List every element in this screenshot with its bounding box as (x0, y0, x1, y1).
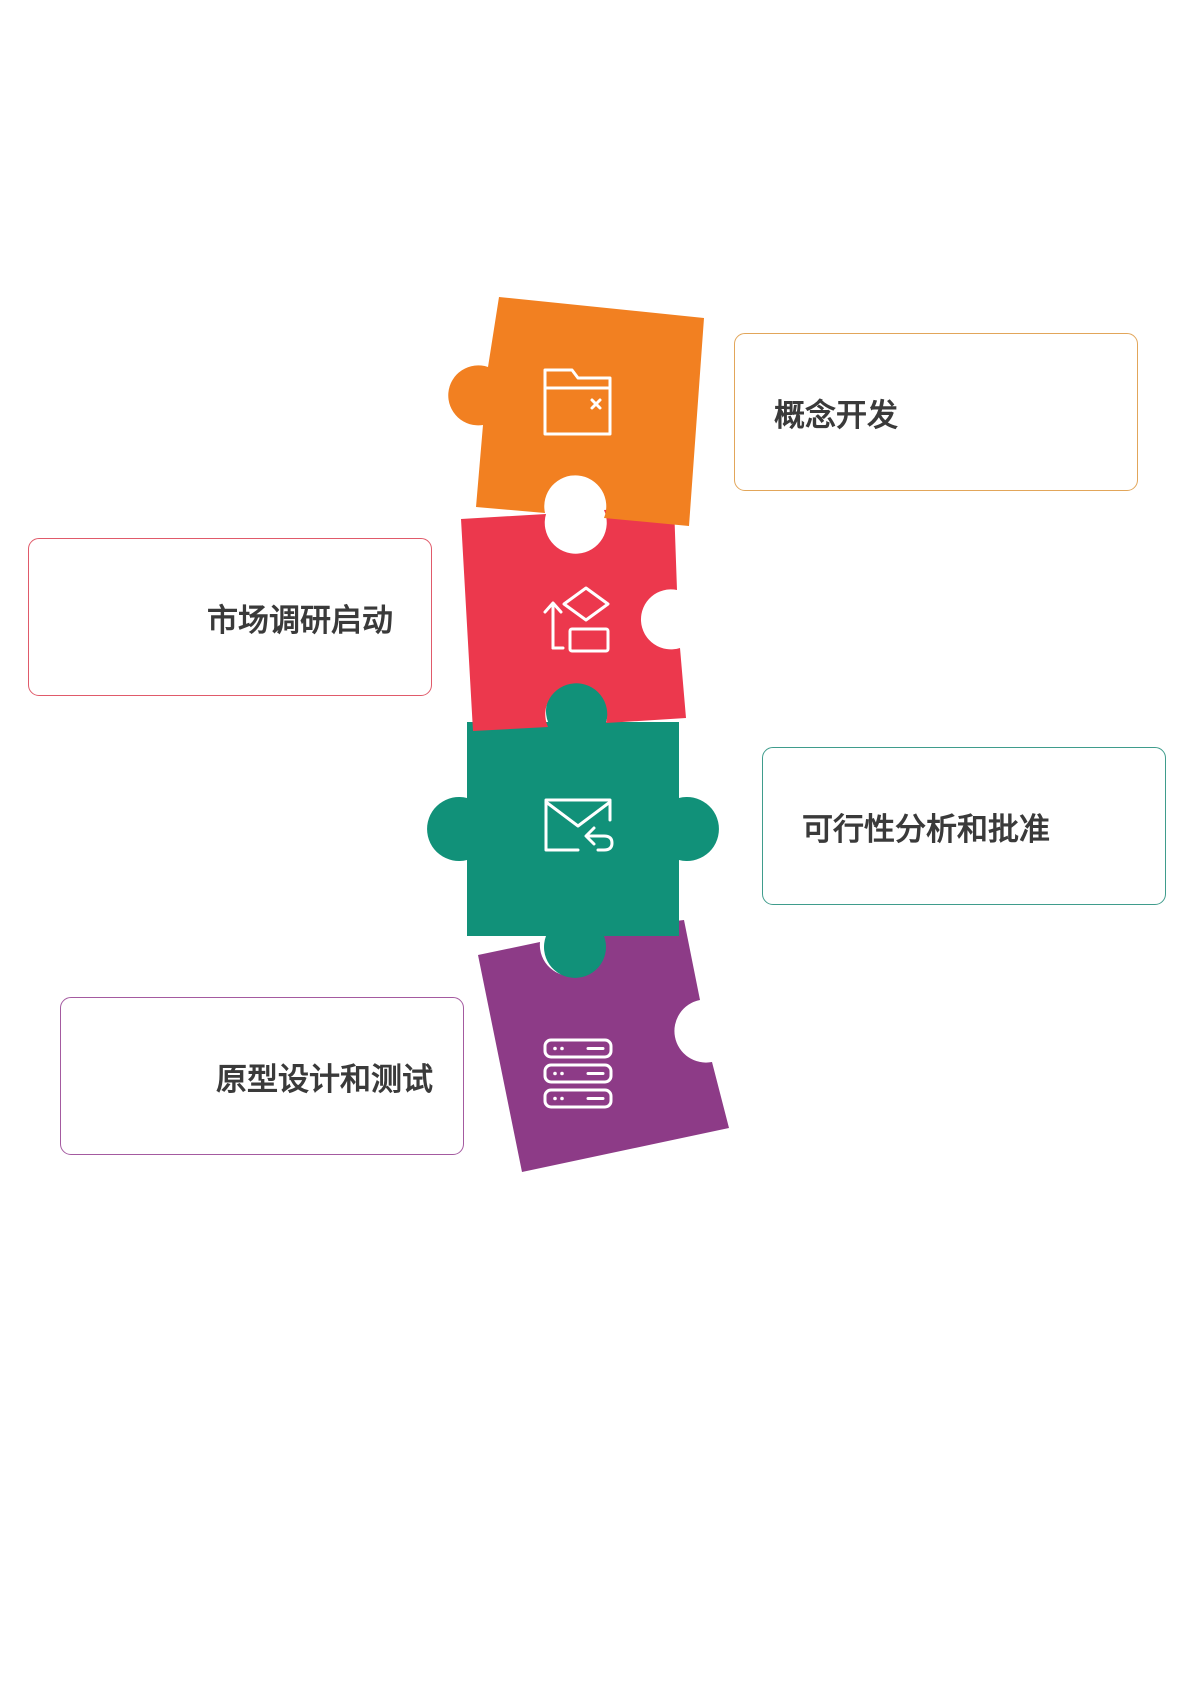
folder-x-icon (543, 368, 612, 436)
server-stack-icon (543, 1038, 613, 1109)
step-box-feasibility: 可行性分析和批准 (762, 747, 1166, 905)
puzzle-piece-prototype (478, 920, 729, 1172)
step-box-prototype: 原型设计和测试 (60, 997, 464, 1155)
step-label-market: 市场调研启动 (207, 602, 393, 639)
step-box-concept: 概念开发 (734, 333, 1138, 491)
mail-reply-icon (544, 798, 614, 852)
puzzle-piece-feasibility (427, 680, 719, 978)
shapes-upload-icon (543, 586, 610, 653)
step-box-market: 市场调研启动 (28, 538, 432, 696)
puzzle-piece-concept (448, 297, 704, 526)
step-label-prototype: 原型设计和测试 (216, 1061, 433, 1098)
step-label-feasibility: 可行性分析和批准 (802, 811, 1050, 848)
step-label-concept: 概念开发 (774, 397, 898, 434)
puzzle-piece-market (461, 505, 686, 731)
